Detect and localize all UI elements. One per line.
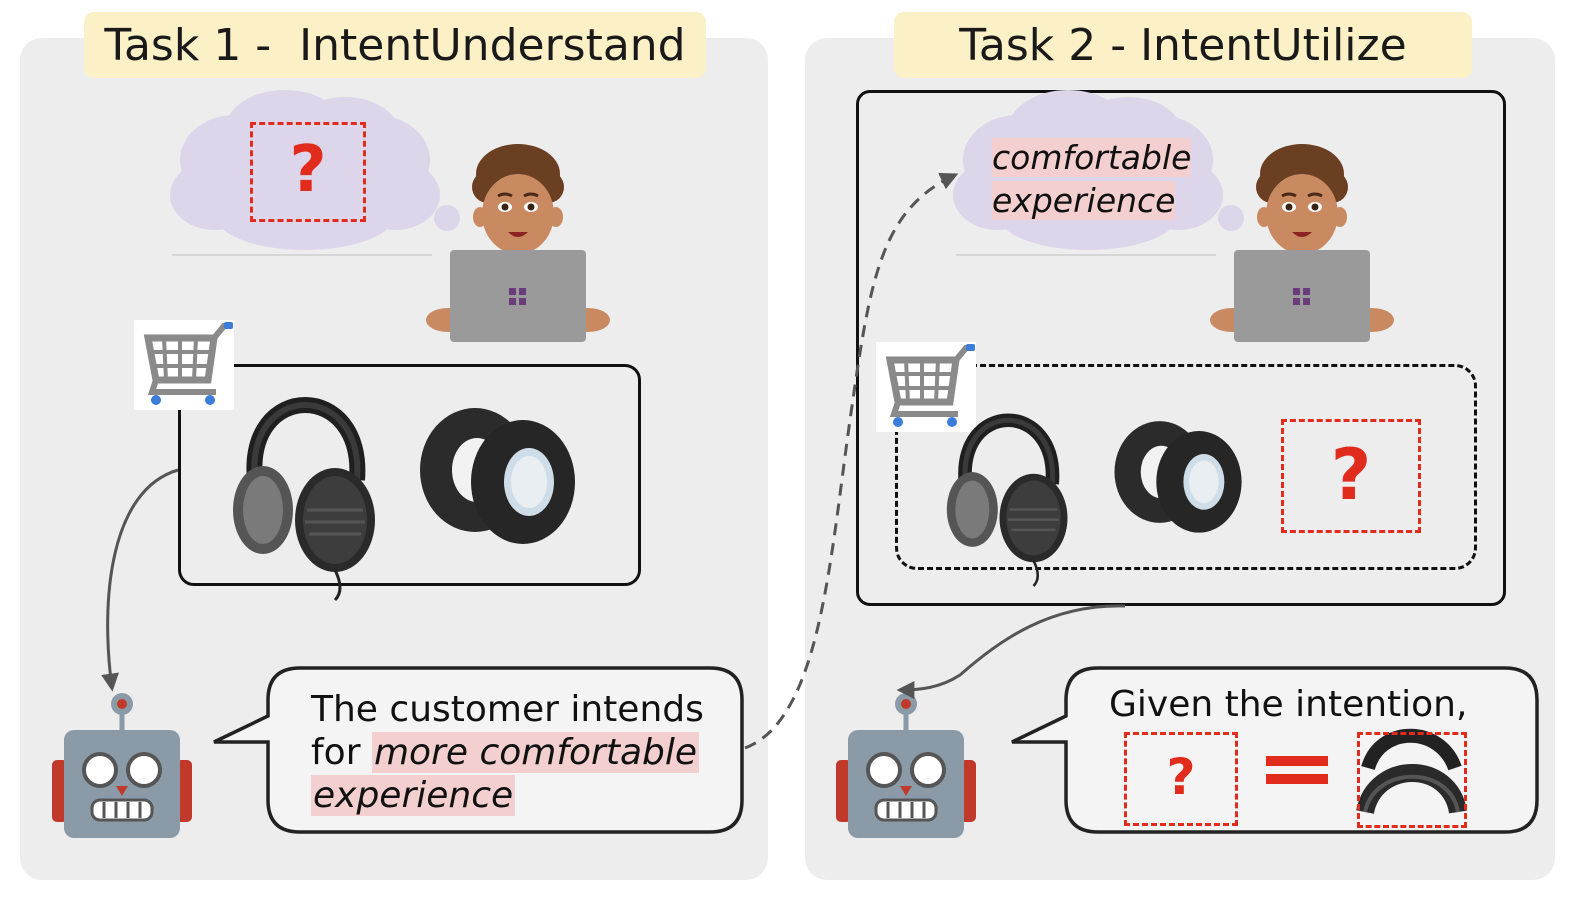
task2-robot-icon: [836, 693, 976, 838]
task2-intent-line1: comfortable: [992, 138, 1192, 177]
task2-cart-question-mark: ?: [1330, 434, 1372, 516]
task1-intent-highlight-2: experience: [311, 775, 516, 816]
equals-sign-top: [1266, 756, 1328, 766]
task1-unknown-intent-box: [250, 122, 366, 222]
task2-earpads-image: [1114, 421, 1242, 533]
task2-question-box: [1124, 732, 1238, 826]
task1-intent-highlight: more comfortable: [371, 732, 700, 773]
task2-response-text: Given the intention,: [1109, 684, 1468, 725]
task1-thought-cloud: [170, 90, 460, 256]
task1-earpads-image: [420, 408, 575, 544]
task2-intent-line2: experience: [992, 181, 1176, 220]
task2-thought-cloud: [953, 90, 1244, 256]
task1-cart-box: [178, 364, 641, 586]
task2-cart-icon: [876, 342, 976, 432]
task2-customer-icon: [1208, 142, 1396, 344]
task2-title: Task 2 - IntentUtilize: [894, 12, 1472, 78]
task1-headphones-image: [233, 405, 375, 600]
task2-headphones-image: [947, 420, 1068, 586]
task2-cart-box: [895, 364, 1477, 570]
equals-sign-bottom: [1266, 774, 1328, 784]
task2-scene-box: [856, 90, 1506, 606]
task2-speech-bubble: [1011, 666, 1539, 834]
task1-title: Task 1 - IntentUnderstand: [84, 12, 706, 78]
task1-customer-icon: [424, 142, 612, 344]
task1-flow-arrow: [101, 468, 179, 692]
task1-robot-icon: [52, 693, 192, 838]
task1-cart-icon: [134, 320, 234, 410]
task2-answer-headband-image: [1356, 728, 1467, 815]
task1-response-prefix: for: [311, 732, 372, 773]
task1-question-mark: ?: [289, 133, 327, 207]
task2-answer-box: [1357, 732, 1467, 828]
task1-response-text: The customer intends for more comfortabl…: [311, 688, 731, 817]
task2-unknown-item-box: [1281, 419, 1421, 533]
task1-response-line2: for more comfortable: [311, 731, 731, 774]
task2-flow-arrow: [896, 604, 1126, 699]
intent-transfer-arrow: [744, 172, 959, 750]
task2-intent-text: comfortable experience: [992, 136, 1192, 222]
task1-response-line1: The customer intends: [311, 689, 704, 730]
task2-response-question-mark: ?: [1166, 748, 1196, 806]
task1-response-line3: experience: [311, 774, 731, 817]
